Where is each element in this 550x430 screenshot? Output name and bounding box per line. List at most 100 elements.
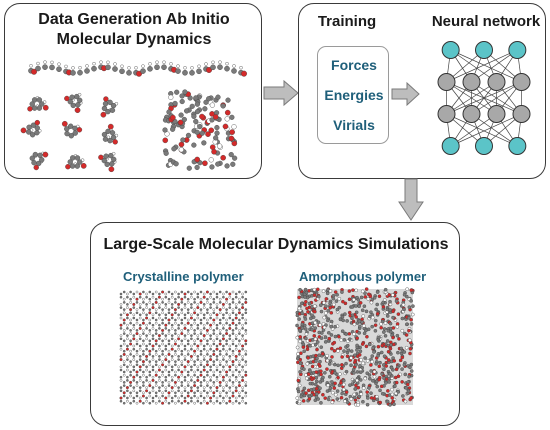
lattice-atom xyxy=(132,337,136,341)
lattice-atom xyxy=(148,360,152,363)
lattice-atom xyxy=(186,342,190,346)
lattice-atom xyxy=(129,321,132,325)
cluster-atom xyxy=(172,100,178,107)
oxygen-atom xyxy=(76,127,83,133)
lattice-atom xyxy=(145,316,149,320)
lattice-atom xyxy=(221,337,225,341)
lattice-atom xyxy=(244,321,248,325)
lattice-atom xyxy=(174,349,177,353)
amorphous-atom xyxy=(388,330,393,334)
lattice-atom xyxy=(177,389,180,393)
amorphous-atom xyxy=(303,327,308,331)
lattice-atom xyxy=(174,373,177,377)
carbon-atom xyxy=(69,94,75,100)
lattice-atom xyxy=(167,384,171,387)
cluster-atom xyxy=(232,155,238,161)
carbon-atom xyxy=(64,130,70,137)
oxygen-atom xyxy=(112,139,118,145)
lattice-atom xyxy=(122,297,126,301)
lattice-atom xyxy=(154,349,158,353)
lattice-atom xyxy=(122,363,126,367)
lattice-atom xyxy=(170,323,174,327)
lattice-atom xyxy=(142,301,145,304)
amorphous-atom xyxy=(301,399,306,403)
lattice-atom xyxy=(183,334,187,337)
lattice-atom xyxy=(234,368,238,372)
amorphous-atom xyxy=(408,338,412,343)
hydrogen-atom xyxy=(141,64,145,68)
training-item-forces: Forces xyxy=(331,57,377,73)
cluster-atom xyxy=(179,98,185,105)
amorphous-atom xyxy=(368,376,372,381)
amorphous-atom xyxy=(383,321,388,325)
lattice-atom xyxy=(228,306,232,309)
lattice-atom xyxy=(231,394,235,398)
carbon-atom xyxy=(224,65,230,72)
lattice-atom xyxy=(183,295,187,299)
lattice-atom xyxy=(202,292,206,296)
hydrogen-atom xyxy=(57,62,61,66)
lattice-atom xyxy=(212,311,216,315)
cluster-atom xyxy=(173,161,179,167)
lattice-atom xyxy=(234,347,238,351)
amorphous-atom xyxy=(342,387,346,392)
amorphous-atom xyxy=(306,310,310,314)
hydrogen-atom xyxy=(127,66,131,70)
lattice-atom xyxy=(238,301,241,304)
lattice-atom xyxy=(151,292,155,296)
lattice-atom xyxy=(145,337,148,341)
lattice-atom xyxy=(148,321,152,325)
lattice-atom xyxy=(244,381,248,384)
carbon-atom xyxy=(77,69,83,76)
amorphous-atom xyxy=(307,397,312,401)
nn-connection xyxy=(450,49,522,83)
lattice-atom xyxy=(199,318,203,322)
amorphous-atom xyxy=(400,328,405,333)
lattice-atom xyxy=(129,297,132,301)
amorphous-atom xyxy=(296,387,300,391)
hydrogen-atom xyxy=(225,61,229,66)
polymer-chain-image xyxy=(20,60,247,173)
lattice-atom xyxy=(151,386,155,389)
lattice-atom xyxy=(228,399,232,403)
amorphous-atom xyxy=(321,392,325,397)
amorphous-atom xyxy=(314,375,319,380)
lattice-atom xyxy=(145,344,148,348)
lattice-atom xyxy=(138,399,142,403)
amorphous-atom xyxy=(353,353,357,358)
amorphous-atom xyxy=(340,290,344,294)
lattice-atom xyxy=(148,363,152,367)
lattice-atom xyxy=(190,399,193,403)
lattice-atom xyxy=(122,342,126,346)
lattice-atom xyxy=(138,334,142,337)
cluster-atom xyxy=(184,108,190,114)
lattice-atom xyxy=(119,389,123,393)
lattice-atom xyxy=(154,321,158,325)
lattice-atom xyxy=(154,353,158,356)
lattice-atom xyxy=(231,401,235,405)
lattice-atom xyxy=(177,295,180,299)
lattice-atom xyxy=(125,386,129,390)
carbon-atom xyxy=(104,161,110,168)
amorphous-atom xyxy=(347,310,352,315)
amorphous-atom xyxy=(303,317,308,321)
oxygen-atom xyxy=(107,123,114,130)
lattice-atom xyxy=(154,342,158,346)
lattice-atom xyxy=(126,358,129,361)
amorphous-atom xyxy=(354,363,358,367)
lattice-atom xyxy=(167,373,171,377)
training-item-virials: Virials xyxy=(333,117,375,133)
cluster-atom xyxy=(225,97,231,103)
lattice-atom xyxy=(122,352,126,356)
lattice-atom xyxy=(148,308,152,311)
lattice-atom xyxy=(161,332,164,335)
lattice-atom xyxy=(196,389,200,393)
lattice-atom xyxy=(183,326,187,330)
lattice-atom xyxy=(202,386,206,389)
amorphous-atom xyxy=(329,346,334,351)
lattice-atom xyxy=(215,344,219,348)
lattice-atom xyxy=(228,316,232,320)
amorphous-atom xyxy=(387,380,392,384)
lattice-atom xyxy=(218,384,222,387)
lattice-atom xyxy=(215,399,219,403)
